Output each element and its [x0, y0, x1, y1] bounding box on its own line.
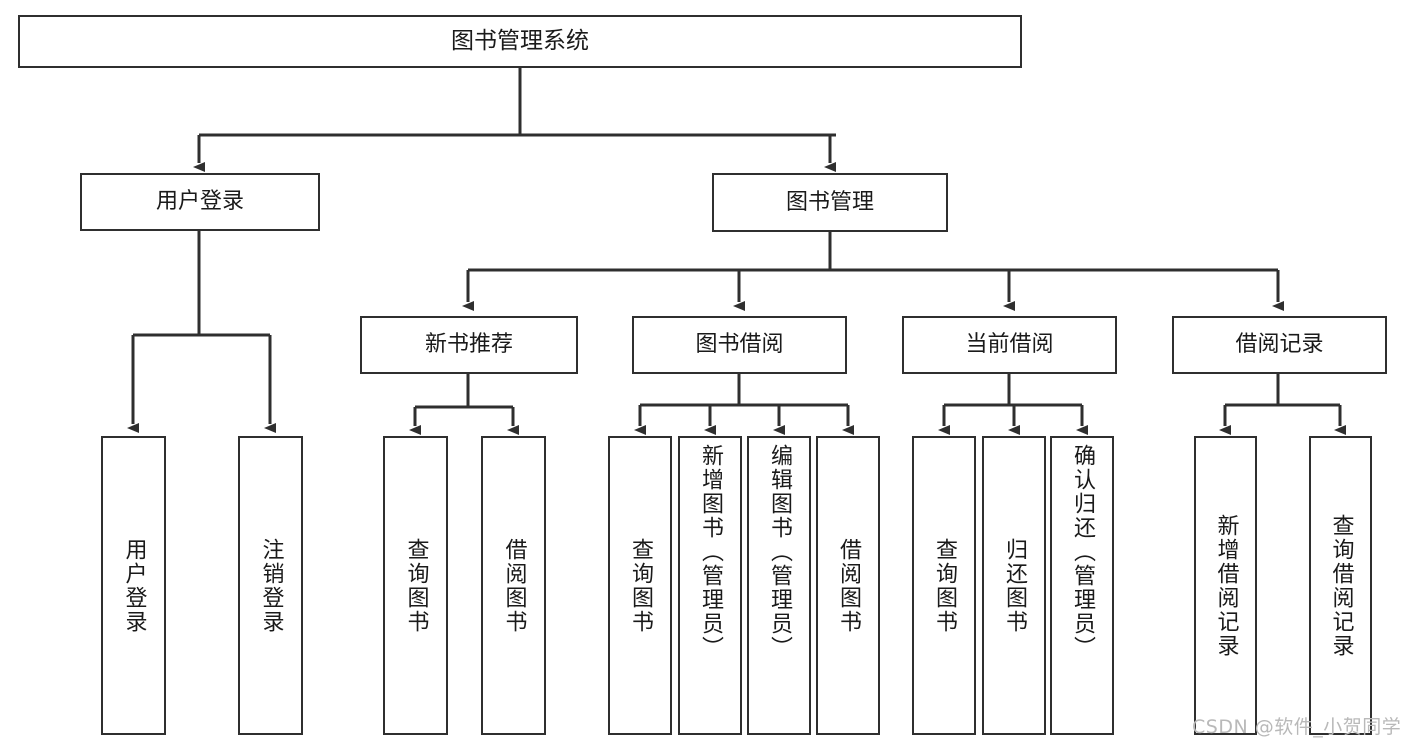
node-label: 确认归还（管理员） — [1070, 444, 1095, 660]
node-root-book-management-system[interactable]: 图书管理系统 — [18, 15, 1022, 68]
node-label: 查询借阅记录 — [1328, 513, 1354, 658]
node-label: 用户登录 — [155, 189, 244, 215]
node-label: 注销登录 — [258, 537, 284, 634]
node-label: 查询图书 — [403, 537, 429, 634]
node-label: 查询图书 — [932, 537, 957, 634]
node-label: 借阅记录 — [1235, 332, 1324, 358]
node-borrow-record[interactable]: 借阅记录 — [1172, 316, 1387, 374]
node-new-book-recommendation[interactable]: 新书推荐 — [360, 316, 578, 374]
node-label: 图书管理系统 — [451, 28, 589, 55]
node-book-management[interactable]: 图书管理 — [712, 173, 948, 232]
node-label: 新增借阅记录 — [1213, 513, 1239, 658]
node-label: 当前借阅 — [965, 332, 1054, 358]
node-leaf-query-book-current[interactable]: 查询图书 — [912, 436, 976, 735]
node-current-borrow[interactable]: 当前借阅 — [902, 316, 1117, 374]
node-leaf-add-book-admin[interactable]: 新增图书（管理员） — [678, 436, 742, 735]
node-leaf-query-borrow-record[interactable]: 查询借阅记录 — [1309, 436, 1372, 735]
node-leaf-borrow-book-recommend[interactable]: 借阅图书 — [481, 436, 546, 735]
node-leaf-user-login[interactable]: 用户登录 — [101, 436, 166, 735]
node-user-login[interactable]: 用户登录 — [80, 173, 320, 231]
node-label: 新书推荐 — [424, 332, 513, 358]
node-label: 借阅图书 — [836, 537, 861, 634]
node-leaf-borrow-book[interactable]: 借阅图书 — [816, 436, 880, 735]
node-label: 用户登录 — [121, 537, 147, 634]
node-label: 编辑图书（管理员） — [767, 444, 792, 660]
watermark: CSDN @软件_小贺同学 — [1192, 716, 1402, 738]
node-book-borrow[interactable]: 图书借阅 — [632, 316, 847, 374]
node-label: 查询图书 — [628, 537, 653, 634]
node-leaf-query-book-borrow[interactable]: 查询图书 — [608, 436, 672, 735]
node-leaf-edit-book-admin[interactable]: 编辑图书（管理员） — [747, 436, 811, 735]
node-label: 新增图书（管理员） — [698, 444, 723, 660]
node-label: 图书借阅 — [695, 332, 784, 358]
node-label: 图书管理 — [785, 189, 874, 215]
node-leaf-user-logout[interactable]: 注销登录 — [238, 436, 303, 735]
node-leaf-add-borrow-record[interactable]: 新增借阅记录 — [1194, 436, 1257, 735]
node-leaf-query-book-recommend[interactable]: 查询图书 — [383, 436, 448, 735]
node-label: 归还图书 — [1002, 537, 1027, 634]
node-leaf-confirm-return-admin[interactable]: 确认归还（管理员） — [1050, 436, 1114, 735]
node-label: 借阅图书 — [501, 537, 527, 634]
node-leaf-return-book[interactable]: 归还图书 — [982, 436, 1046, 735]
